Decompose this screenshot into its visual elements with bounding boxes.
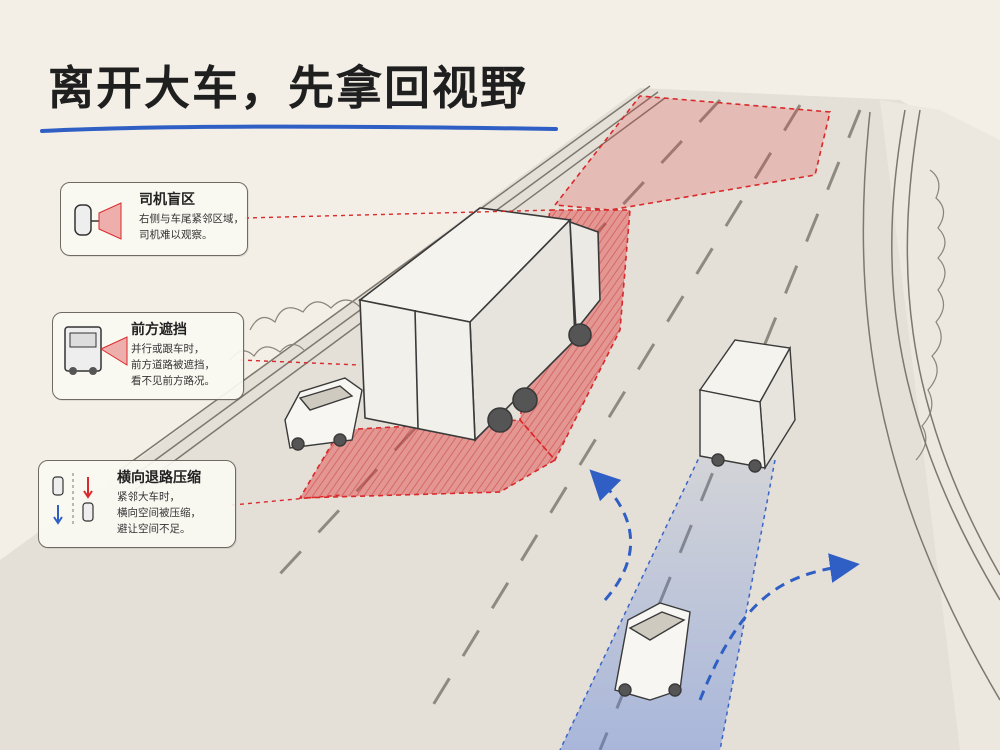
escape-arrow-right: [698, 553, 860, 701]
front-blind-zone: [553, 95, 831, 211]
callout-lateral-escape: 横向退路压缩 紧邻大车时， 横向空间被压缩， 避让空间不足。: [38, 460, 236, 548]
callout-driver-blind-spot: 司机盲区 右侧与车尾紧邻区域， 司机难以观察。: [60, 182, 248, 256]
callout-description: 并行或跟车时， 前方道路被遮挡， 看不见前方路况。: [131, 343, 215, 387]
safe-lane-edge-right: [719, 459, 776, 750]
safe-lane-highlight: [560, 445, 775, 750]
page-title: 离开大车，先拿回视野: [48, 61, 528, 115]
callout-leader-lines: [231, 209, 556, 506]
escape-arrow-left: [589, 469, 633, 601]
callout-title: 前方遮挡: [131, 322, 187, 338]
sedan-left: [284, 377, 363, 451]
callout-title: 横向退路压缩: [117, 470, 201, 486]
title-underline: [40, 124, 558, 133]
large-truck: [358, 207, 601, 442]
side-mirror-icon: [74, 202, 122, 240]
right-road-curve: [862, 109, 1000, 701]
ego-car: [614, 602, 691, 701]
callout-description: 右侧与车尾紧邻区域， 司机难以观察。: [139, 213, 244, 241]
safe-lane-edge-left: [559, 444, 706, 750]
callout-front-blocked: 前方遮挡 并行或跟车时， 前方道路被遮挡， 看不见前方路况。: [52, 312, 244, 400]
truck-ahead: [698, 339, 796, 473]
rear-blind-zone: [298, 419, 557, 499]
road-shoulder-right: [880, 100, 1000, 750]
lane-squeeze-icon: [52, 473, 94, 527]
truck-front-icon: [64, 326, 128, 375]
callout-title: 司机盲区: [139, 192, 195, 208]
callout-description: 紧邻大车时， 横向空间被压缩， 避让空间不足。: [117, 491, 201, 535]
